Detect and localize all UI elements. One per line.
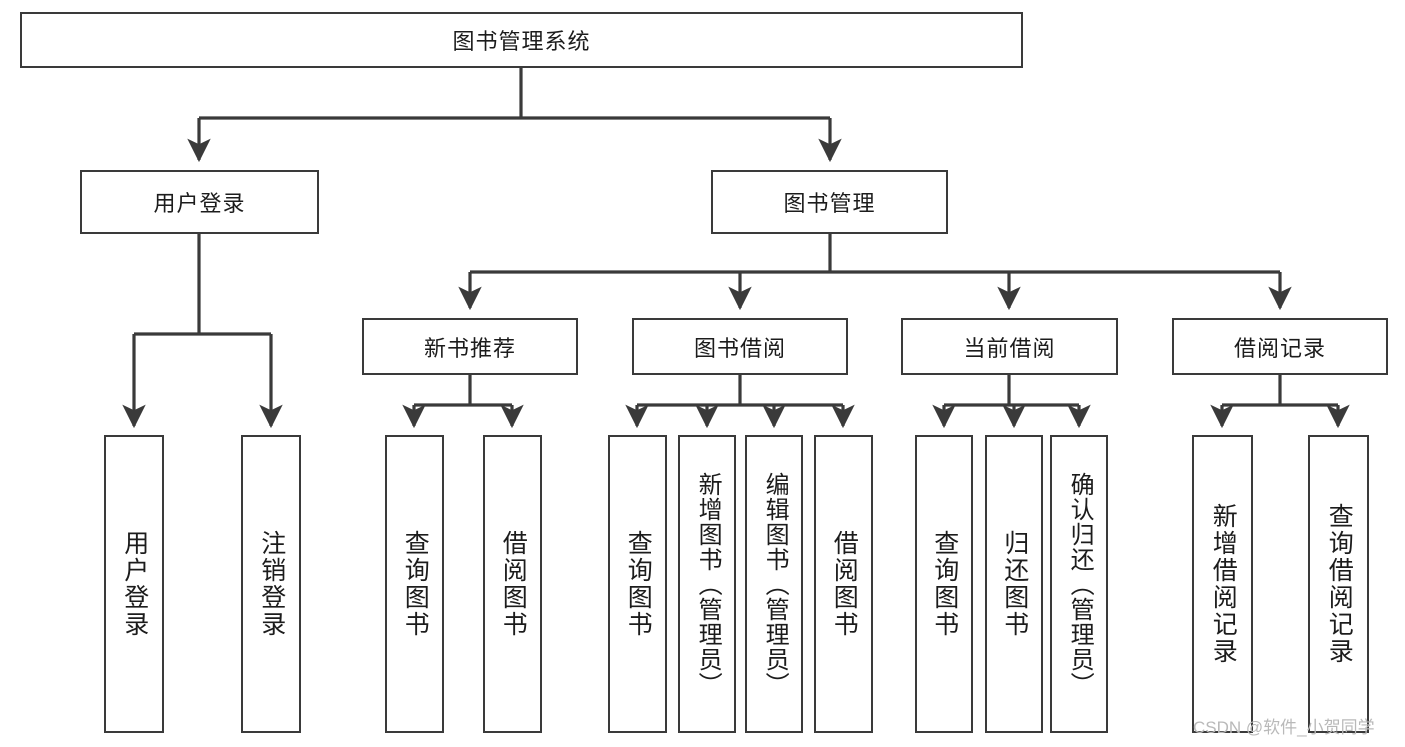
node-leaf-user-login[interactable]: 用户登录 [104,435,164,733]
node-book-borrow[interactable]: 图书借阅 [632,318,848,375]
node-root-system[interactable]: 图书管理系统 [20,12,1023,68]
node-new-book-recommend[interactable]: 新书推荐 [362,318,578,375]
node-leaf-query-book-new[interactable]: 查询图书 [385,435,444,733]
node-leaf-add-borrow-record[interactable]: 新增借阅记录 [1192,435,1253,733]
node-leaf-borrow-book[interactable]: 借阅图书 [814,435,873,733]
node-book-management[interactable]: 图书管理 [711,170,948,234]
node-leaf-return-book[interactable]: 归还图书 [985,435,1043,733]
node-user-login[interactable]: 用户登录 [80,170,319,234]
node-leaf-borrow-book-new[interactable]: 借阅图书 [483,435,542,733]
node-leaf-confirm-return-admin[interactable]: 确认归还（管理员） [1050,435,1108,733]
node-leaf-query-book-current[interactable]: 查询图书 [915,435,973,733]
node-leaf-add-book-admin[interactable]: 新增图书（管理员） [678,435,736,733]
node-leaf-logout[interactable]: 注销登录 [241,435,301,733]
node-current-borrow[interactable]: 当前借阅 [901,318,1118,375]
node-leaf-edit-book-admin[interactable]: 编辑图书（管理员） [745,435,803,733]
node-leaf-query-borrow-record[interactable]: 查询借阅记录 [1308,435,1369,733]
node-leaf-query-book-borrow[interactable]: 查询图书 [608,435,667,733]
node-borrow-records[interactable]: 借阅记录 [1172,318,1388,375]
